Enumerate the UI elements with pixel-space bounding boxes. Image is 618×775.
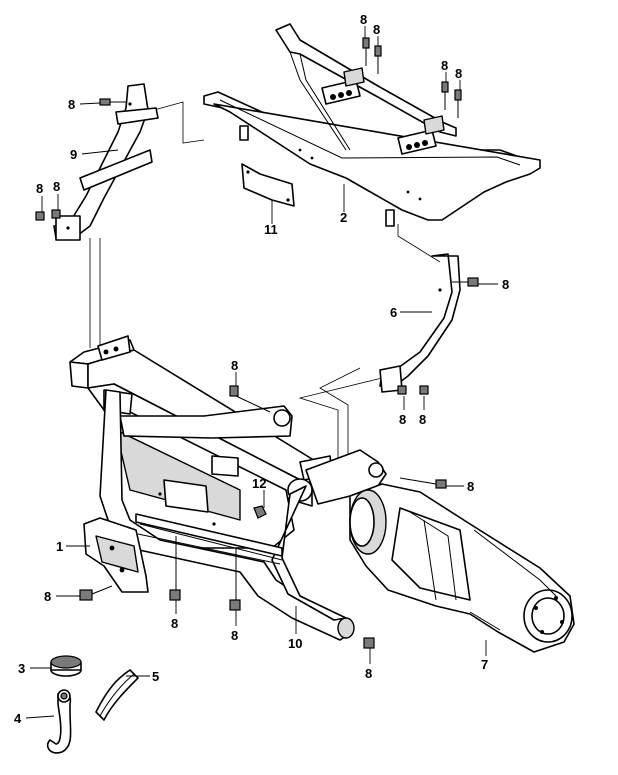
bolt-icon	[454, 89, 462, 118]
callout-8: 8	[231, 358, 238, 373]
callout-1: 1	[56, 539, 63, 554]
callout-2: 2	[340, 210, 347, 225]
callout-9: 9	[70, 147, 77, 162]
bolt-icon	[229, 385, 271, 413]
nut-icon	[253, 505, 267, 519]
bolt-icon	[363, 637, 375, 649]
upper-frame-bolts	[362, 37, 462, 118]
callout-12: 12	[252, 476, 266, 491]
callout-10: 10	[288, 636, 302, 651]
hook-icon	[46, 689, 72, 754]
callout-3: 3	[18, 661, 25, 676]
bolt-icon	[99, 98, 126, 106]
callout-8: 8	[44, 589, 51, 604]
callout-11: 11	[264, 222, 278, 237]
callout-5: 5	[152, 669, 159, 684]
bolt-icon	[419, 385, 429, 395]
callout-8: 8	[53, 179, 60, 194]
callout-8: 8	[455, 66, 462, 81]
callout-8: 8	[441, 58, 448, 73]
callout-leaders	[25, 26, 498, 719]
assembly-guide-lines	[89, 101, 441, 470]
callout-8: 8	[419, 412, 426, 427]
callout-8: 8	[467, 479, 474, 494]
callout-8: 8	[360, 12, 367, 27]
bolt-icon	[441, 81, 449, 110]
winch-mount-frame	[69, 335, 355, 641]
bolt-icon	[169, 536, 181, 601]
left-side-bracket	[53, 83, 159, 241]
right-side-bracket	[379, 253, 461, 393]
bolt-icon	[35, 211, 45, 221]
callout-8: 8	[68, 97, 75, 112]
strap-icon	[95, 669, 139, 721]
callout-7: 7	[481, 657, 488, 672]
callout-8: 8	[399, 412, 406, 427]
bolt-icon	[452, 277, 479, 287]
callout-8: 8	[365, 666, 372, 681]
winch-arm	[305, 449, 387, 505]
callout-4: 4	[14, 711, 22, 726]
bolt-icon	[229, 548, 241, 611]
fairlead-bracket	[83, 517, 149, 593]
bolt-icon	[399, 477, 447, 489]
cover-plate	[241, 163, 295, 207]
callout-8: 8	[231, 628, 238, 643]
bolt-icon	[51, 209, 61, 219]
callout-8: 8	[502, 277, 509, 292]
callout-8: 8	[36, 181, 43, 196]
bolt-icon	[362, 37, 370, 66]
bolt-icon	[374, 45, 382, 74]
bolt-icon	[397, 385, 407, 395]
winch-motor	[349, 483, 575, 653]
callout-6: 6	[390, 305, 397, 320]
callout-8: 8	[171, 616, 178, 631]
spacer-icon	[50, 655, 82, 677]
callout-labels: 8 8 8 8 8 9 8 8 2 11 8 6 8 8 8 12 8 1 8 …	[14, 12, 509, 726]
upper-frame	[203, 23, 541, 227]
bolt-icon	[79, 585, 113, 601]
callout-8: 8	[373, 22, 380, 37]
